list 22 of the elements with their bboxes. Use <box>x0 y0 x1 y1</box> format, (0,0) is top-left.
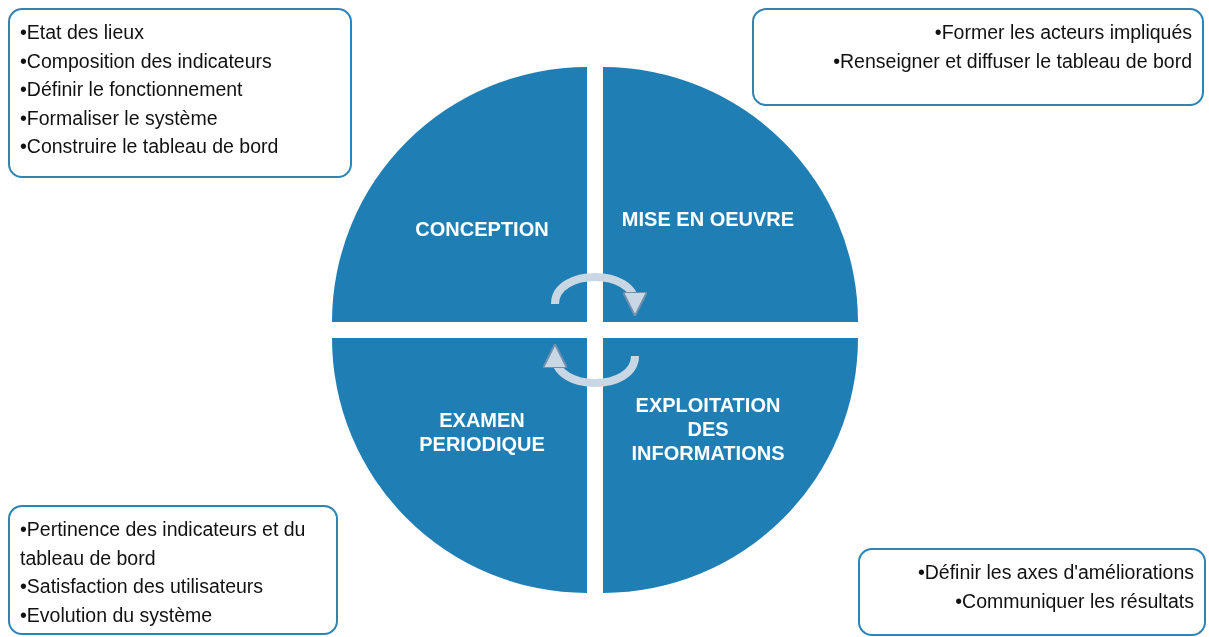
callout-box <box>8 505 338 635</box>
bullet-text: •Evolution du système <box>20 602 214 628</box>
bullet-text: •Etat des lieux <box>20 20 145 45</box>
segment-title: EXAMEN PERIODIQUE <box>418 408 546 456</box>
callout-box <box>752 8 1204 106</box>
cycle-arrow <box>551 273 646 317</box>
bullet-text: •Renseigner et diffuser le tableau de bord <box>832 48 1192 74</box>
bullet-text: •Communiquer les résultats <box>954 588 1194 614</box>
bullet-text: •Définir les axes d'améliorations <box>916 560 1194 585</box>
cycle-arrow <box>544 343 639 387</box>
bullet-text: •Définir le fonctionnement <box>20 77 244 102</box>
segment-title: EXPLOITATION DES INFORMATIONS <box>630 393 786 465</box>
bullet-text: •Satisfaction des utilisateurs <box>20 574 265 599</box>
segment-title: MISE EN OEUVRE <box>620 207 796 231</box>
segment-title: CONCEPTION <box>414 217 550 241</box>
bullet-text: •Construire le tableau de bord <box>20 134 280 159</box>
bullet-text: •Former les acteurs impliqués <box>933 20 1192 45</box>
callout-box <box>858 548 1206 636</box>
bullet-text: •Formaliser le système <box>20 105 219 131</box>
bullet-text: •Composition des indicateurs <box>20 48 273 74</box>
bullet-text: •Pertinence des indicateurs et du tableau de bord <box>20 517 307 571</box>
callout-box <box>8 8 352 178</box>
